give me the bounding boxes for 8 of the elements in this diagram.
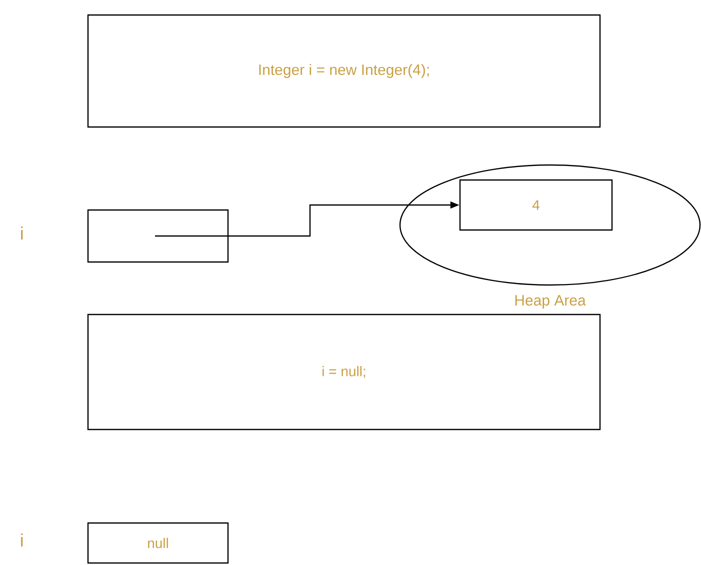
variable-name: i [21, 226, 23, 240]
reference-box [87, 209, 229, 263]
value-box: null [87, 522, 229, 564]
code-box: i = null; [87, 314, 601, 430]
value-box: 4 [459, 179, 613, 231]
area-label: Heap Area [515, 295, 586, 309]
code-box: Integer i = new Integer(4); [87, 14, 601, 128]
variable-name: i [21, 533, 23, 547]
